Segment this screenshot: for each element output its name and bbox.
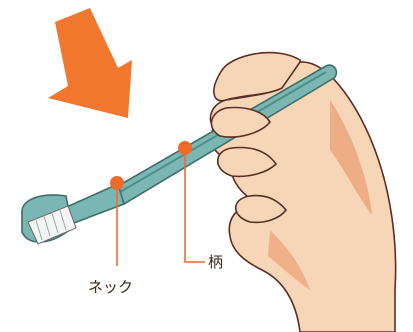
down-left-arrow-icon <box>48 8 132 118</box>
neck-marker <box>110 176 124 190</box>
handle-leader-line <box>185 155 205 262</box>
neck-label: ネック <box>88 278 133 296</box>
handle-label: 柄 <box>208 253 223 271</box>
handle-marker <box>178 141 192 155</box>
